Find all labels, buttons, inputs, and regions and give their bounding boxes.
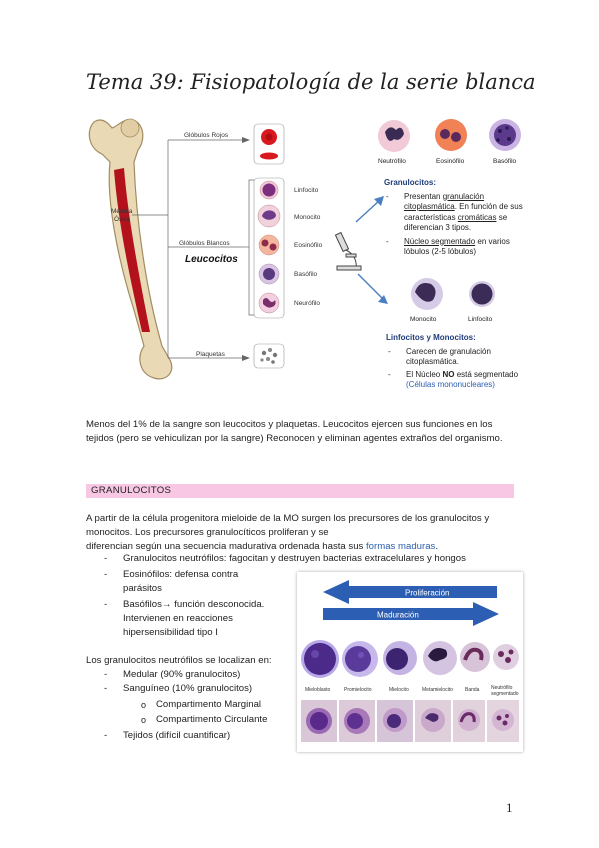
list-item-tejidos: Tejidos (difícil cuantificar) [86,729,296,743]
leuco-basofilo: Basófilo [294,271,318,278]
stage-mieloblasto: Mieloblasto [305,687,331,693]
stage-mielocito: Mielocito [389,687,409,693]
section-band: GRANULOCITOS [86,484,514,498]
granulocitos-point-1: - Presentan granulación citoplasmática. … [386,191,523,233]
stage-metamielocito: Metamielocito [422,687,453,693]
granulocitos-box: Granulocitos: - Presentan granulación ci… [384,178,524,258]
list-item-basofilos: Basófilos→ función desconocida. Intervie… [86,598,526,640]
section-title: GRANULOCITOS [91,485,172,496]
granulacion-underlined: granulación citoplasmática [404,191,485,212]
proliferacion-label: Proliferación [405,589,449,598]
list-item-medular: Medular (90% granulocitos) [86,668,296,682]
leuco-monocito: Monocito [294,214,321,221]
list-item-circulante: Compartimento Circulante [86,713,296,727]
stage-promielocito: Promielocito [344,687,372,693]
maturation-diagram: Proliferación Maduración Mieloblasto Pro… [301,580,519,742]
top-cell-neutrofilo: Neutrófilo [378,158,406,165]
linfocitos-point-2: - El Núcleo NO está segmentado [388,369,519,379]
bottom-cells [411,278,495,310]
formas-maduras-highlight: formas maduras [366,541,436,552]
top-cell-eosinofilo: Eosinófilo [436,158,465,165]
proliferacion-arrow [323,580,497,604]
top-granulocytes [378,119,521,152]
list-item-marginal: Compartimento Marginal [86,698,296,712]
linfocitos-box: Linfocitos y Monocitos: - Carecen de gra… [386,333,526,391]
medula-label-2: Ósea [114,214,130,223]
linfocitos-point-1: - Carecen de granulación citoplasmática. [388,346,491,367]
mononucleares-note: (Células mononucleares) [406,380,495,389]
localizacion-list: Medular (90% granulocitos) Sanguíneo (10… [86,668,296,743]
granulocitos-paragraph: A partir de la célula progenitora mieloi… [86,513,490,552]
maduracion-arrow [323,602,499,626]
plaquetas-label: Plaquetas [196,351,226,358]
intro-paragraph: Menos del 1% de la sangre son leucocitos… [86,419,503,444]
granulocitos-title: Granulocitos: [384,178,437,187]
leuco-eosinofilo: Eosinófilo [294,242,323,249]
globulos-rojos-label: Glóbulos Rojos [184,132,229,139]
bone-marrow-diagram: Médula Ósea Glóbulos Rojos Glóbulos Blan… [88,118,521,380]
leuco-neurofilo: Neurófilo [294,300,320,307]
medula-label-1: Médula [111,208,133,215]
list-item-sanguineo: Sanguíneo (10% granulocitos) [86,682,296,696]
maturation-micrographs [301,700,519,742]
leucocitos-label: Leucocitos [185,254,238,265]
red-blood-cells [253,123,285,165]
list-item-eosinofilos: Eosinófilos: defensa contra parásitos [86,568,526,596]
arrow-up-right [355,196,384,223]
bottom-cell-monocito: Monocito [410,316,437,323]
globulos-blancos-label: Glóbulos Blancos [179,240,230,247]
localizacion-paragraph: Los granulocitos neutrófilos se localiza… [86,655,272,666]
leukocyte-column [253,177,285,319]
bottom-cell-linfocito: Linfocito [468,316,493,323]
leuco-linfocito: Linfocito [294,187,319,194]
microscope-icon [334,231,362,271]
linfocitos-title: Linfocitos y Monocitos: [386,333,476,342]
maduracion-label: Maduración [377,611,419,620]
maturation-cells-top [301,640,519,678]
nucleo-underlined: Núcleo segmentado [404,236,476,246]
femur-illustration [88,118,173,380]
granulocyte-types-list: Granulocitos neutrófilos: fagocitan y de… [86,552,526,640]
arrow-down-right [357,273,388,304]
granulocitos-point-2: - Núcleo segmentado en varios lóbulos (2… [386,236,510,257]
cromaticas-underlined: cromáticas [457,212,497,222]
list-item-neutrofilos: Granulocitos neutrófilos: fagocitan y de… [86,552,526,566]
page-title: Tema 39: Fisiopatología de la serie blan… [86,70,536,94]
stage-banda: Banda [465,687,480,693]
platelets [253,343,285,369]
top-cell-basofilo: Basófilo [493,158,517,165]
maturation-figure: Proliferación Maduración Mieloblasto Pro… [297,572,523,752]
page-number: 1 [506,800,513,815]
